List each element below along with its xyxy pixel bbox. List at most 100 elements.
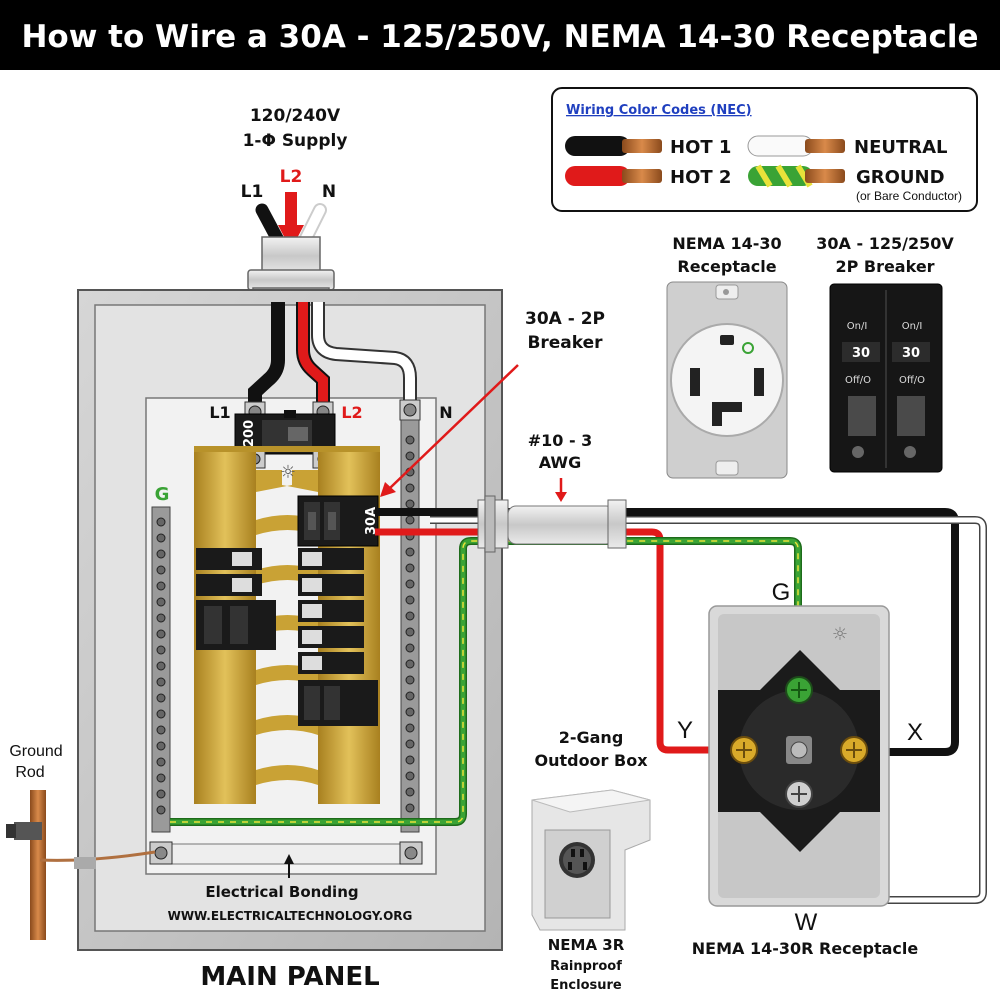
receptacle-y-label: Y — [677, 717, 693, 744]
panel-l2-label: L2 — [341, 403, 362, 422]
supply-n-label: N — [322, 182, 336, 202]
bar-screw — [156, 645, 166, 655]
panel-feed-wires — [248, 302, 417, 425]
supply-l2-label: L2 — [280, 167, 303, 187]
neutral-bar — [400, 419, 420, 833]
breaker-rating-left: 30 — [852, 346, 870, 361]
main-breaker-rating: 200 — [242, 420, 257, 447]
bar-screw — [156, 741, 166, 751]
title-bar — [0, 0, 1000, 70]
bonding-label: Electrical Bonding — [205, 883, 358, 901]
bar-screw — [156, 533, 166, 543]
bar-screw — [405, 627, 415, 637]
page-title: How to Wire a 30A - 125/250V, NEMA 14-30… — [21, 19, 978, 55]
product-receptacle-line2: Receptacle — [677, 257, 776, 276]
ground-bar — [151, 506, 171, 833]
bar-screw — [405, 739, 415, 749]
bar-screw — [156, 661, 166, 671]
outdoor-box-caption1: NEMA 3R — [548, 936, 625, 954]
bar-screw — [405, 579, 415, 589]
bar-screw — [156, 677, 166, 687]
bar-screw — [405, 803, 415, 813]
supply-voltage: 120/240V — [250, 106, 341, 126]
bar-screw — [156, 789, 166, 799]
bar-screw — [156, 757, 166, 767]
ground-rod-line1: Ground — [9, 743, 62, 760]
breaker-off-right: Off/O — [899, 375, 925, 386]
receptacle-g-label: G — [772, 579, 791, 606]
cable-sheath — [477, 495, 627, 553]
outdoor-box-caption2: Rainproof — [550, 959, 622, 974]
bar-screw — [405, 483, 415, 493]
bar-screw — [405, 499, 415, 509]
legend-heading: Wiring Color Codes (NEC) — [566, 103, 752, 118]
panel-n-label: N — [439, 403, 452, 422]
receptacle-wiring-view — [708, 605, 890, 907]
breaker-callout-line1: 30A - 2P — [525, 309, 605, 329]
bar-screw — [156, 517, 166, 527]
receptacle-terminal-x — [840, 736, 868, 764]
bar-screw — [156, 773, 166, 783]
legend-hot2-label: HOT 2 — [670, 167, 731, 188]
outdoor-box-image — [531, 789, 651, 931]
legend-ground-note: (or Bare Conductor) — [856, 189, 962, 203]
product-breaker-line2: 2P Breaker — [835, 257, 934, 276]
bar-screw — [405, 723, 415, 733]
legend-neutral-label: NEUTRAL — [854, 137, 948, 158]
receptacle-terminal-w — [785, 780, 813, 808]
legend-hot1-wire — [565, 136, 662, 156]
bar-screw — [405, 595, 415, 605]
outdoor-box-line2: Outdoor Box — [534, 751, 648, 770]
cable-size-line2: AWG — [539, 453, 581, 472]
supply-wires — [255, 192, 327, 250]
receptacle-x-label: X — [907, 719, 923, 746]
bar-screw — [156, 597, 166, 607]
breaker-off-left: Off/O — [845, 375, 871, 386]
bar-screw — [405, 691, 415, 701]
bar-screw — [156, 693, 166, 703]
receptacle-terminal-ground — [785, 676, 813, 704]
legend-hot2-wire — [565, 166, 662, 186]
ground-rod-line2: Rod — [15, 764, 44, 781]
panel-g-label: G — [155, 484, 170, 505]
bar-screw — [156, 581, 166, 591]
bar-screw — [156, 805, 166, 815]
breaker-on-right: On/I — [902, 321, 923, 332]
bar-screw — [156, 613, 166, 623]
supply-phase: 1-Φ Supply — [243, 131, 348, 151]
bar-screw — [405, 515, 415, 525]
receptacle-bulb-icon: ☼ — [832, 624, 848, 645]
bar-screw — [405, 451, 415, 461]
bar-screw — [405, 787, 415, 797]
bar-screw — [405, 563, 415, 573]
bar-screw — [405, 675, 415, 685]
breaker-rating-right: 30 — [902, 346, 920, 361]
legend-ground-wire — [748, 164, 845, 188]
breaker-callout-line2: Breaker — [527, 333, 603, 353]
receptacle-terminal-y — [730, 736, 758, 764]
bar-screw — [156, 725, 166, 735]
product-breaker-line1: 30A - 125/250V — [816, 234, 954, 253]
bar-screw — [405, 707, 415, 717]
receptacle-w-label: W — [795, 909, 818, 936]
branch-breakers — [196, 495, 379, 726]
bar-screw — [405, 547, 415, 557]
legend-ground-label: GROUND — [856, 167, 945, 188]
panel-l1-label: L1 — [209, 403, 230, 422]
ground-rod-image — [6, 790, 156, 940]
product-receptacle-line1: NEMA 14-30 — [672, 234, 781, 253]
bar-screw — [156, 709, 166, 719]
outdoor-box-line1: 2-Gang — [559, 728, 624, 747]
outdoor-box-caption3: Enclosure — [550, 978, 622, 993]
cable-size-line1: #10 - 3 — [528, 431, 593, 450]
bar-screw — [405, 435, 415, 445]
bar-screw — [156, 565, 166, 575]
bar-screw — [156, 629, 166, 639]
main-panel-label: MAIN PANEL — [200, 962, 379, 992]
bar-screw — [405, 755, 415, 765]
bar-screw — [405, 771, 415, 781]
bulb-icon: ☼ — [280, 462, 296, 483]
receptacle-caption: NEMA 14-30R Receptacle — [692, 939, 919, 958]
breaker-on-left: On/I — [847, 321, 868, 332]
